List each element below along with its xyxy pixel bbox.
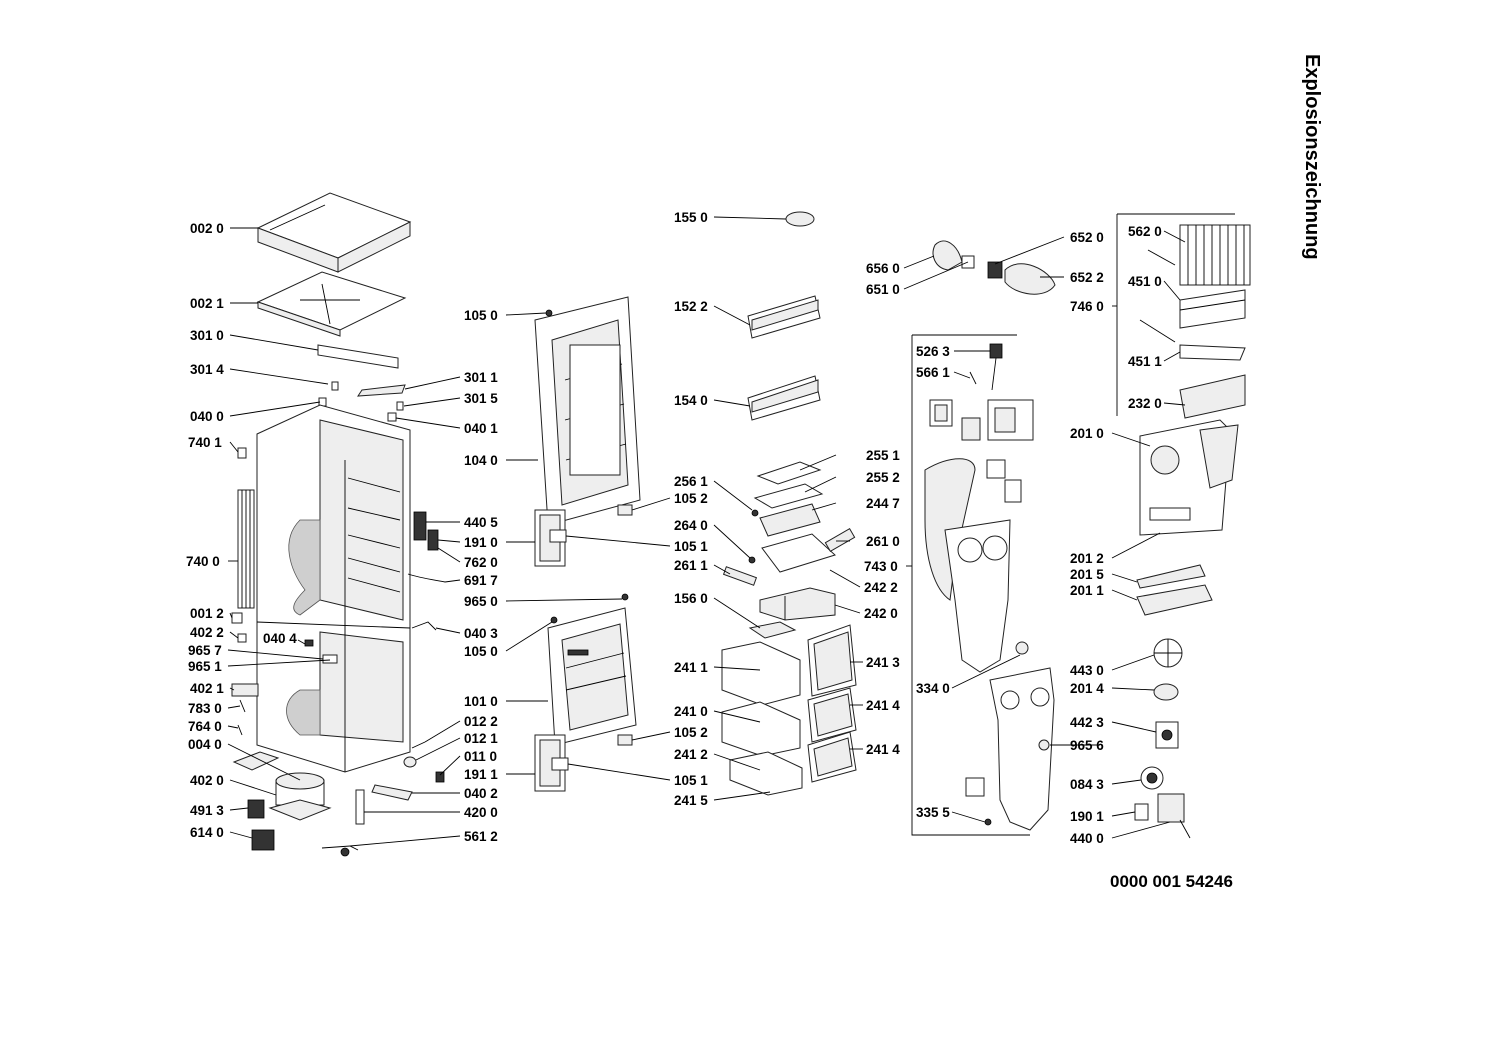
part-label: 743 0 — [864, 559, 898, 574]
part-label: 965 7 — [188, 643, 222, 658]
part-label: 301 4 — [190, 362, 224, 377]
part-label: 105 2 — [674, 725, 708, 740]
part-label: 442 3 — [1070, 715, 1104, 730]
part-label: 232 0 — [1128, 396, 1162, 411]
part-label: 084 3 — [1070, 777, 1104, 792]
part-label: 451 1 — [1128, 354, 1162, 369]
part-label: 155 0 — [674, 210, 708, 225]
part-label: 242 2 — [864, 580, 898, 595]
part-label: 012 2 — [464, 714, 498, 729]
part-label: 740 0 — [186, 554, 220, 569]
part-label: 301 1 — [464, 370, 498, 385]
part-label: 004 0 — [188, 737, 222, 752]
part-label: 201 5 — [1070, 567, 1104, 582]
part-label: 562 0 — [1128, 224, 1162, 239]
part-label: 002 0 — [190, 221, 224, 236]
part-label: 965 1 — [188, 659, 222, 674]
part-label: 011 0 — [464, 749, 497, 764]
part-label: 334 0 — [916, 681, 950, 696]
part-label: 443 0 — [1070, 663, 1104, 678]
part-label: 105 2 — [674, 491, 708, 506]
part-label: 191 1 — [464, 767, 498, 782]
part-label: 965 0 — [464, 594, 498, 609]
part-label: 561 2 — [464, 829, 498, 844]
part-label: 001 2 — [190, 606, 224, 621]
part-label: 105 1 — [674, 773, 708, 788]
part-label: 656 0 — [866, 261, 900, 276]
part-label: 764 0 — [188, 719, 222, 734]
part-label: 762 0 — [464, 555, 498, 570]
part-label: 783 0 — [188, 701, 222, 716]
part-label: 256 1 — [674, 474, 708, 489]
part-label: 491 3 — [190, 803, 224, 818]
part-label: 241 4 — [866, 742, 900, 757]
part-label: 301 0 — [190, 328, 224, 343]
page-title: Explosionszeichnung — [1301, 54, 1323, 260]
part-label: 301 5 — [464, 391, 498, 406]
part-label: 105 0 — [464, 308, 498, 323]
part-label: 241 5 — [674, 793, 708, 808]
part-label: 244 7 — [866, 496, 900, 511]
part-label: 241 0 — [674, 704, 708, 719]
part-label: 152 2 — [674, 299, 708, 314]
part-label: 002 1 — [190, 296, 224, 311]
part-label: 261 1 — [674, 558, 708, 573]
part-label: 040 2 — [464, 786, 498, 801]
document-number: 0000 001 54246 — [1110, 872, 1233, 891]
part-label: 241 4 — [866, 698, 900, 713]
part-label: 440 5 — [464, 515, 498, 530]
part-label: 191 0 — [464, 535, 498, 550]
part-label: 201 2 — [1070, 551, 1104, 566]
part-label: 261 0 — [866, 534, 900, 549]
part-label: 402 2 — [190, 625, 224, 640]
part-label: 440 0 — [1070, 831, 1104, 846]
part-label: 566 1 — [916, 365, 950, 380]
part-label: 614 0 — [190, 825, 224, 840]
part-label: 965 6 — [1070, 738, 1104, 753]
part-label: 691 7 — [464, 573, 498, 588]
part-label: 402 1 — [190, 681, 224, 696]
part-label: 651 0 — [866, 282, 900, 297]
part-label: 190 1 — [1070, 809, 1104, 824]
part-label: 154 0 — [674, 393, 708, 408]
leader-lines — [227, 216, 1186, 847]
doors-drawing — [534, 296, 641, 792]
part-label: 402 0 — [190, 773, 224, 788]
part-label: 201 0 — [1070, 426, 1104, 441]
part-label: 156 0 — [674, 591, 708, 606]
shelves-drawers-drawing — [721, 211, 857, 796]
part-label: 201 1 — [1070, 583, 1104, 598]
part-label: 526 3 — [916, 344, 950, 359]
part-label: 264 0 — [674, 518, 708, 533]
part-label: 241 3 — [866, 655, 900, 670]
part-label: 105 0 — [464, 644, 498, 659]
part-label: 255 1 — [866, 448, 900, 463]
part-label: 012 1 — [464, 731, 498, 746]
part-label: 241 2 — [674, 747, 708, 762]
part-label: 105 1 — [674, 539, 708, 554]
part-label: 451 0 — [1128, 274, 1162, 289]
part-label: 040 1 — [464, 421, 498, 436]
part-label: 420 0 — [464, 805, 498, 820]
part-label: 335 5 — [916, 805, 950, 820]
part-number-labels: 002 0 002 1 301 0 301 4 301 1 301 5 040 … — [186, 210, 1162, 846]
part-label: 652 0 — [1070, 230, 1104, 245]
part-label: 746 0 — [1070, 299, 1104, 314]
part-label: 652 2 — [1070, 270, 1104, 285]
part-label: 040 0 — [190, 409, 224, 424]
part-label: 242 0 — [864, 606, 898, 621]
part-label: 255 2 — [866, 470, 900, 485]
part-label: 740 1 — [188, 435, 222, 450]
part-label: 040 4 — [263, 631, 297, 646]
part-label: 101 0 — [464, 694, 498, 709]
electrics-airflow-drawing — [911, 213, 1251, 839]
part-label: 241 1 — [674, 660, 708, 675]
part-label: 201 4 — [1070, 681, 1104, 696]
part-label: 104 0 — [464, 453, 498, 468]
part-label: 040 3 — [464, 626, 498, 641]
cabinet-parts-drawing — [231, 192, 446, 857]
